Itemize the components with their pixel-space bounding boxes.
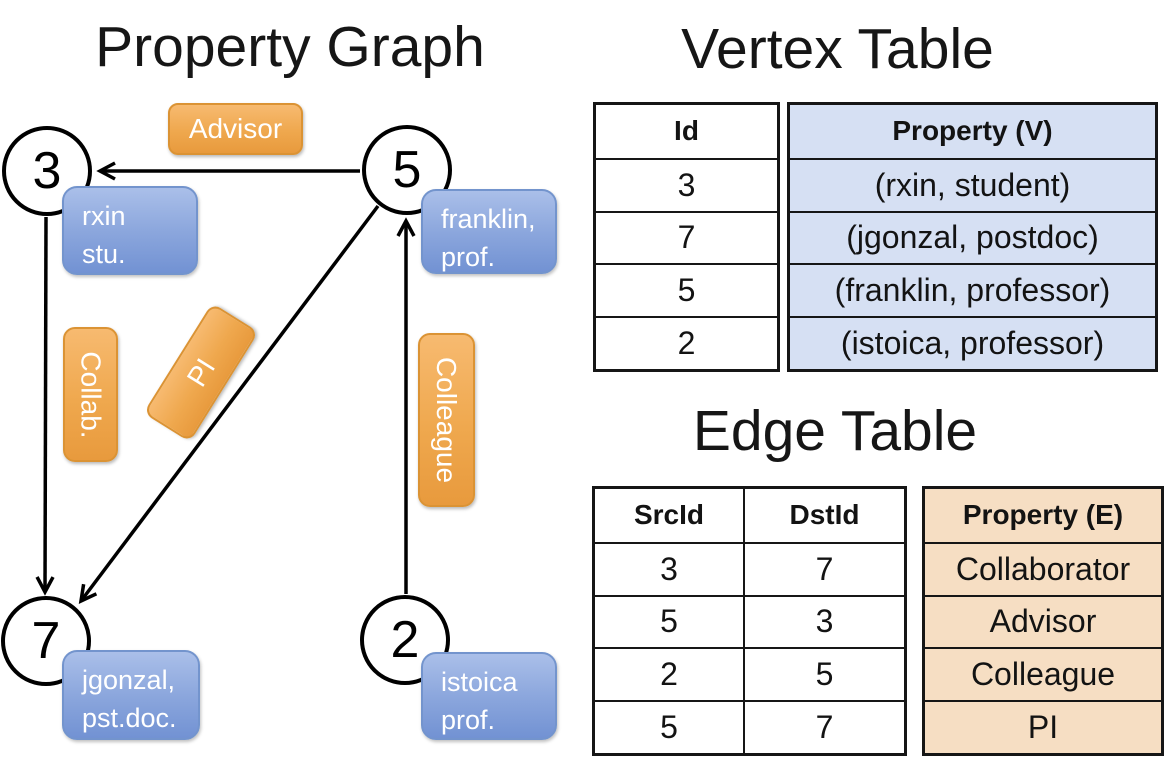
edge-table-dstid-cell: 7 (745, 700, 904, 753)
vertex-table-property-column: Property (V) (rxin, student) (jgonzal, p… (787, 102, 1158, 372)
property-line: jgonzal, (82, 665, 176, 695)
edge-table-id-columns: SrcId DstId 3 7 5 3 2 5 5 7 (592, 486, 907, 756)
property-line: pst.doc. (82, 703, 177, 734)
vertex-property-box-3: rxin stu. (62, 186, 198, 275)
property-line: franklin, (441, 204, 536, 234)
vertex-node-5: 5 (362, 125, 452, 215)
vertex-node-id: 2 (390, 611, 420, 669)
vertex-table-property-cell: (rxin, student) (790, 157, 1155, 211)
vertex-property-box-2: istoica prof. (421, 652, 557, 740)
vertex-table-id-header: Id (596, 105, 777, 158)
vertex-node-id: 5 (392, 141, 422, 199)
vertex-table-property-cell: (jgonzal, postdoc) (790, 210, 1155, 264)
edge-label-collab: Collab. (63, 327, 118, 462)
vertex-table-title: Vertex Table (681, 17, 994, 81)
vertex-table-id-cell: 3 (596, 157, 777, 211)
vertex-node-id: 7 (31, 612, 61, 670)
edge-table-dstid-cell: 5 (745, 647, 904, 701)
edge-table-property-cell: PI (925, 700, 1161, 753)
vertex-property-box-7: jgonzal, pst.doc. (62, 650, 200, 740)
edge-label-advisor: Advisor (168, 103, 303, 155)
edge-table-srcid-cell: 2 (595, 647, 745, 701)
vertex-table-id-cell: 2 (596, 316, 777, 369)
vertex-table-property-cell: (franklin, professor) (790, 263, 1155, 317)
property-line: stu. (82, 239, 126, 270)
vertex-table-id-cell: 7 (596, 210, 777, 264)
edge-table-title: Edge Table (692, 399, 978, 463)
property-line: istoica (441, 667, 518, 697)
vertex-table-property-header: Property (V) (790, 105, 1155, 158)
vertex-table-id-cell: 5 (596, 263, 777, 317)
vertex-node-2: 2 (360, 595, 450, 685)
edge-table-property-cell: Advisor (925, 594, 1161, 648)
edge-label-colleague: Colleague (418, 333, 475, 507)
edge-table-property-cell: Collaborator (925, 541, 1161, 595)
edge-collaborator-arrow (35, 216, 55, 596)
edge-table-property-cell: Colleague (925, 647, 1161, 701)
edge-table-srcid-cell: 3 (595, 541, 745, 595)
edge-pi-arrow (78, 204, 380, 604)
edge-table-srcid-cell: 5 (595, 700, 745, 753)
edge-table-srcid-header: SrcId (595, 489, 745, 542)
edge-label-text: PI (180, 352, 221, 392)
edge-table-dstid-cell: 7 (745, 541, 904, 595)
edge-label-text: Advisor (188, 113, 283, 144)
edge-label-text: Collab. (75, 350, 107, 439)
edge-table-srcid-cell: 5 (595, 594, 745, 648)
edge-table-dstid-cell: 3 (745, 594, 904, 648)
property-line: rxin (82, 201, 126, 231)
vertex-table-property-cell: (istoica, professor) (790, 316, 1155, 369)
graph-edges-layer (35, 161, 416, 604)
property-line: prof. (441, 705, 496, 736)
vertex-property-box-5: franklin, prof. (421, 189, 557, 274)
property-graph-title: Property Graph (95, 15, 485, 79)
vertex-node-id: 3 (32, 142, 62, 200)
vertex-table-id-column: Id 3 7 5 2 (593, 102, 780, 372)
property-line: prof. (441, 242, 496, 273)
edge-label-text: Colleague (431, 356, 463, 484)
edge-table-property-column: Property (E) Collaborator Advisor Collea… (922, 486, 1164, 756)
edge-table-dstid-header: DstId (745, 489, 904, 542)
edge-table-property-header: Property (E) (925, 489, 1161, 542)
